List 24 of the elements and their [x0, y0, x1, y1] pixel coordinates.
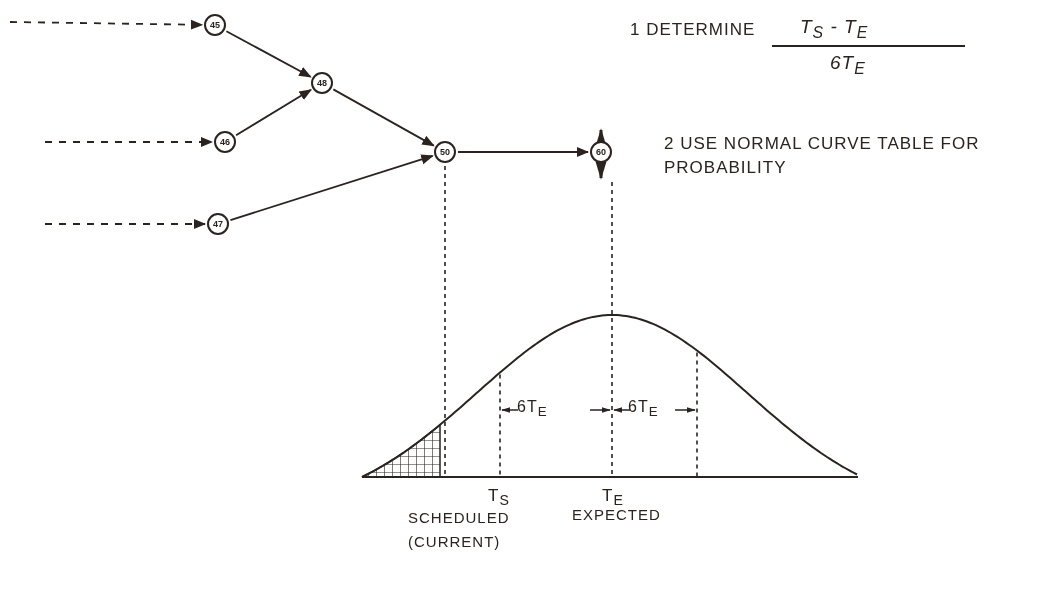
axis-label: T$_{S}$: [488, 486, 510, 509]
arrow: [225, 30, 312, 78]
arrow: [332, 88, 435, 147]
arrow: [229, 154, 434, 221]
arrow: [235, 88, 312, 137]
event-circle: 60: [590, 141, 612, 163]
axis-caption: EXPECTED: [572, 506, 661, 523]
dimension-label: 6T$_{E}$: [628, 398, 659, 420]
fraction-denominator: 6T$_{E}$: [830, 52, 866, 78]
fraction-numerator: T$_{S}$ - T$_{E}$: [800, 16, 869, 42]
arrow: [9, 19, 204, 30]
event-circle: 47: [207, 213, 229, 235]
event-circle: 50: [434, 141, 456, 163]
step-text: 2 USE NORMAL CURVE TABLE FOR PROBABILITY: [664, 133, 981, 179]
event-circle: 45: [204, 14, 226, 36]
event-circle: 48: [311, 72, 333, 94]
arrow: [44, 136, 214, 148]
step-text: 1 DETERMINE: [630, 20, 756, 40]
event-circle: 46: [214, 131, 236, 153]
axis-caption: SCHEDULED (CURRENT): [408, 508, 511, 552]
dimension-label: 6T$_{E}$: [517, 398, 548, 420]
axis-label: T$_{E}$: [602, 486, 624, 509]
arrow: [44, 218, 207, 230]
arrow: [457, 146, 590, 158]
